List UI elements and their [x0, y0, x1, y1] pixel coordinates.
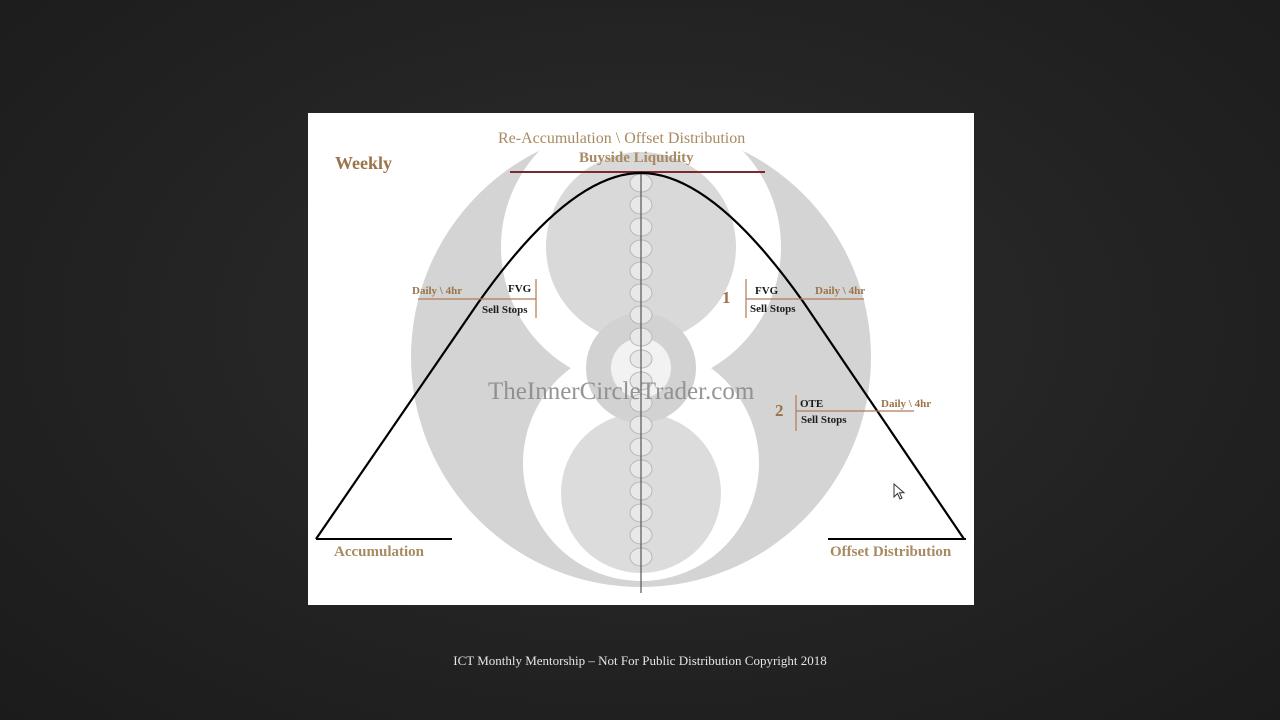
accumulation-label: Accumulation [334, 544, 424, 560]
market-cycle-curve [315, 171, 965, 540]
buyside-liquidity-label: Buyside Liquidity [579, 150, 694, 166]
copyright-footer: ICT Monthly Mentorship – Not For Public … [453, 653, 827, 668]
diagram-title: Re-Accumulation \ Offset Distribution [498, 130, 746, 147]
left-fvg-label: FVG [508, 283, 532, 295]
ote-label: OTE [800, 398, 824, 410]
level-1-number: 1 [722, 288, 731, 307]
right-sell-stops-label-1: Sell Stops [750, 303, 796, 315]
ict-logo-watermark [411, 113, 871, 593]
timeframe-label: Weekly [335, 153, 392, 173]
right-sell-stops-label-2: Sell Stops [801, 414, 847, 426]
watermark-text: TheInnerCircleTrader.com [488, 378, 755, 405]
right-timeframe-label-2: Daily \ 4hr [881, 398, 932, 410]
slide-diagram: Re-Accumulation \ Offset Distribution Bu… [308, 113, 974, 605]
offset-distribution-label: Offset Distribution [830, 544, 952, 560]
right-fvg-label: FVG [755, 285, 779, 297]
right-timeframe-label-1: Daily \ 4hr [815, 285, 866, 297]
mouse-cursor-icon [893, 483, 906, 500]
market-cycle-diagram [315, 113, 966, 593]
left-sell-stops-label: Sell Stops [482, 304, 528, 316]
left-timeframe-label: Daily \ 4hr [412, 285, 463, 297]
level-2-number: 2 [775, 401, 784, 420]
